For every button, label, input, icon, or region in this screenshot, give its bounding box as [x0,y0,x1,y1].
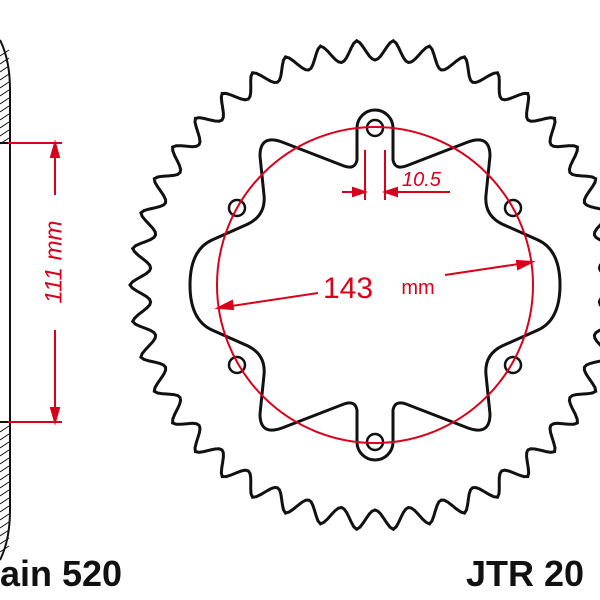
hatch-line [0,73,10,81]
hatch-line [0,97,10,105]
hatch-line [0,489,10,497]
pitch-circle [216,126,534,444]
hatch-line [0,505,10,513]
hatch-line [0,481,10,489]
hatch-line [0,137,10,145]
hatch-line [0,473,10,481]
hatch-line [0,537,10,545]
hatch-line [0,521,10,529]
arrow-up-icon [49,139,61,158]
pcd-unit: mm [401,277,434,299]
sprocket-teeth-outline [128,38,600,532]
hatch-line [0,105,10,113]
hatch-line [0,49,10,57]
hatch-line [0,513,10,521]
hatch-line [0,89,10,97]
arrow-down-icon [49,407,61,426]
hub-offset-dimension [8,139,62,426]
hub-offset-label: 111 mm [40,220,67,303]
side-profile [0,39,11,561]
pcd-dimension [214,126,536,444]
hatch-line [0,65,10,73]
slot-width-label: 10.5 [402,169,442,191]
pcd-value: 143 [323,272,373,305]
hatch-line [0,113,10,121]
hatch-line [0,441,10,449]
hatch-line [0,449,10,457]
chain-label: ain 520 [0,553,123,594]
part-number-label: JTR 20 [466,553,585,594]
slot-width-dimension [342,150,450,200]
hatch-line [0,81,10,89]
hatch-line [0,457,10,465]
hatch-line [0,465,10,473]
bolt-holes [227,118,523,452]
hatch-line [0,545,10,553]
hatch-line [0,529,10,537]
hatch-line [0,121,10,129]
hatch-line [0,57,10,65]
inner-cutout [188,108,562,462]
hatch-line [0,497,10,505]
hatch-line [0,129,10,137]
hatch-line [0,425,10,433]
hatch-line [0,433,10,441]
